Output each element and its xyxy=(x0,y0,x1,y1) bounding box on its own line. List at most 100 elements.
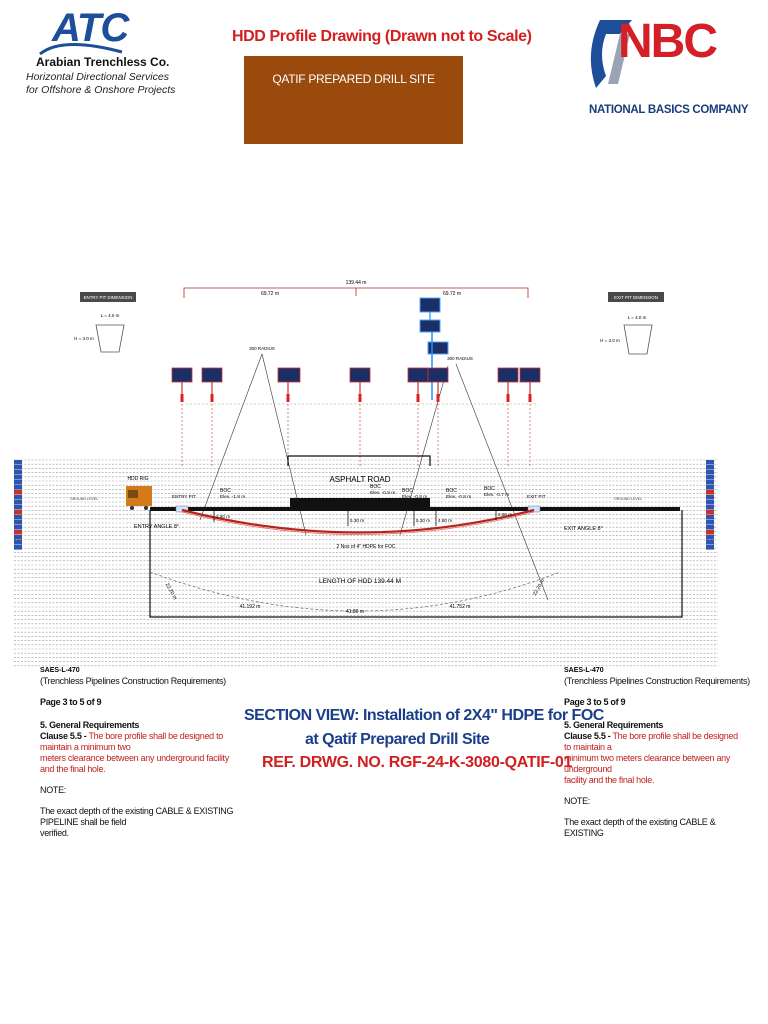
bottom-right-label: 41.752 m xyxy=(450,604,471,610)
left-note-text-2: verified. xyxy=(40,828,69,838)
depth-scale-cell xyxy=(706,480,714,485)
right-note-text-1: The exact depth of the existing CABLE & … xyxy=(564,817,716,838)
depth-scale-cell xyxy=(706,535,714,540)
bottom-left-label: 41.192 m xyxy=(240,604,261,610)
depth-scale-cell xyxy=(14,520,22,525)
saes-sub-right: (Trenchless Pipelines Construction Requi… xyxy=(564,676,750,686)
depth-scale-cell xyxy=(706,465,714,470)
reference-marker-post xyxy=(506,394,510,402)
left-clause-text-1: The bore profile shall be designed to ma… xyxy=(40,731,223,752)
grid-lines xyxy=(14,459,718,667)
boc-elevation: Elev. -0.8 m xyxy=(402,494,427,500)
depth-scale-cell xyxy=(706,525,714,530)
boc-elevation: Elev. -1.8 m xyxy=(220,494,245,500)
depth-scale-cell xyxy=(706,530,714,535)
depth-scale-cell xyxy=(706,515,714,520)
section-title-line-2: at Qatif Prepared Drill Site xyxy=(305,731,490,748)
reference-marker-post xyxy=(180,394,184,402)
left-span-label: 69.72 m xyxy=(261,291,279,297)
atc-logo xyxy=(22,6,142,106)
hdd-profile-drawing: 139.44 m 69.72 m 69.72 m ENTRY PIT DIMEN… xyxy=(14,280,718,674)
reference-marker-post xyxy=(528,394,532,402)
depth-scale-cell xyxy=(14,530,22,535)
reference-marker xyxy=(349,367,371,383)
boc-elevation: Elev. -0.7 m xyxy=(484,492,509,498)
hdd-rig-label: HDD RIG xyxy=(127,476,148,482)
entry-pit-depth: H = 3.0 m xyxy=(74,336,94,341)
left-note-text-1: The exact depth of the existing CABLE & … xyxy=(40,806,234,827)
nbc-emblem-icon xyxy=(590,14,634,97)
depth-scale-cell xyxy=(14,545,22,550)
depth-scale-right xyxy=(706,460,714,550)
asphalt-road-label: ASPHALT ROAD xyxy=(329,475,390,484)
depth-scale-cell xyxy=(706,460,714,465)
depth-scale-cell xyxy=(706,485,714,490)
right-note-label: NOTE: xyxy=(564,796,591,806)
depth-scale-cell xyxy=(706,475,714,480)
depth-scale-cell xyxy=(14,540,22,545)
entry-angle-label: ENTRY ANGLE 8° xyxy=(134,524,179,530)
right-clause-label: Clause 5.5 - xyxy=(564,731,611,741)
atc-tagline-1: Horizontal Directional Services xyxy=(26,71,169,83)
ground-surface xyxy=(150,507,680,511)
depth-scale-cell xyxy=(14,475,22,480)
depth-scale-cell xyxy=(14,490,22,495)
reference-marker-post xyxy=(210,394,214,402)
depth-scale-cell xyxy=(14,505,22,510)
depth-scale-cell xyxy=(14,515,22,520)
saes-right: SAES-L-470 xyxy=(564,667,604,674)
entry-pit-label: ENTRY PIT xyxy=(172,494,196,499)
section-boundary xyxy=(149,510,683,618)
right-clause-text-1: The bore profile shall be designed to ma… xyxy=(564,731,738,752)
right-span-label: 69.72 m xyxy=(443,291,461,297)
reference-marker-post xyxy=(436,394,440,402)
depth-scale-cell xyxy=(14,485,22,490)
boc-label: BOC xyxy=(402,488,413,494)
exit-pit-depth: H = 3.0 m xyxy=(600,338,620,343)
depth-scale-cell xyxy=(706,540,714,545)
depth-scale-cell xyxy=(706,500,714,505)
reference-marker xyxy=(427,367,449,383)
depth-scale-cell xyxy=(706,490,714,495)
boc-elevation: Elev. -0.8 m xyxy=(446,494,471,500)
saes-left: SAES-L-470 xyxy=(40,667,80,674)
left-note-label: NOTE: xyxy=(40,785,67,795)
right-clause-text-2: minimum two meters clearance between any… xyxy=(564,753,731,774)
total-length-label: 139.44 m xyxy=(346,280,367,286)
center-marker-stack xyxy=(419,297,449,400)
depth-scale-cell xyxy=(14,510,22,515)
exit-pit-dimension-label: EXIT PIT DIMENSION xyxy=(614,295,658,300)
exit-angle-label: EXIT ANGLE 8° xyxy=(564,526,603,532)
boc-label: BOC xyxy=(446,488,457,494)
depth-scale-cell xyxy=(14,465,22,470)
length-label: LENGTH OF HDD 139.44 M xyxy=(319,578,401,585)
exit-pit-dimension-tag xyxy=(608,292,664,302)
arc-left-label: 22.20 m xyxy=(164,582,178,601)
entry-pit-length: L = 4.0 m xyxy=(101,313,120,318)
radius-left-label: 300 RADIUS xyxy=(249,346,275,351)
boc-elevation: Elev. -0.8 m xyxy=(370,490,395,496)
depth-scale-cell xyxy=(14,500,22,505)
atc-company-name: Arabian Trenchless Co. xyxy=(36,55,170,69)
boc-label: BOC xyxy=(484,486,495,492)
depth-scale-cell xyxy=(706,470,714,475)
right-heading: 5. General Requirements xyxy=(564,720,664,730)
depth-value: 4.80 m xyxy=(438,518,452,523)
saes-sub-left: (Trenchless Pipelines Construction Requi… xyxy=(40,676,226,686)
boc-label: BOC xyxy=(370,484,381,490)
hdpe-pipe-profile-2 xyxy=(181,511,535,535)
right-notes: Page 3 to 5 of 9 5. General Requirements… xyxy=(564,697,744,839)
right-page: Page 3 to 5 of 9 xyxy=(564,697,626,707)
atc-tagline-2: for Offshore & Onshore Projects xyxy=(26,84,176,96)
pipe-label: 2 Nos of 4" HDPE for FOC xyxy=(336,544,395,550)
depth-scale-cell xyxy=(14,480,22,485)
depth-scale-cell xyxy=(706,545,714,550)
nbc-logo-text: NBC xyxy=(618,15,718,68)
depth-scale-cell xyxy=(706,505,714,510)
asphalt-road-strip xyxy=(290,498,430,507)
drawing-title: HDD Profile Drawing (Drawn not to Scale) xyxy=(232,28,532,45)
exit-pit-length: L = 4.0 m xyxy=(628,315,647,320)
entry-pit-dimension-tag xyxy=(80,292,136,302)
